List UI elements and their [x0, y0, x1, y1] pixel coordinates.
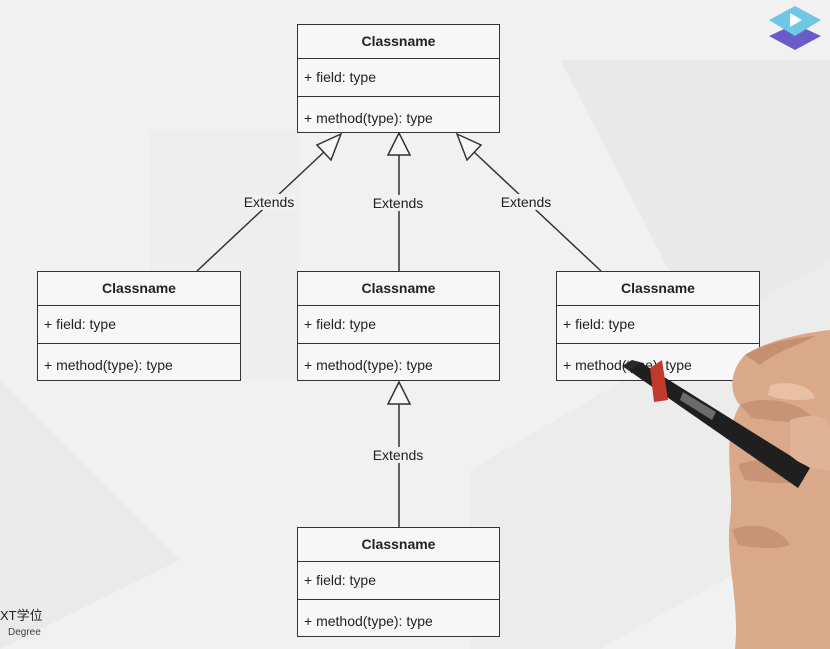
watermark-text: XT学位 [0, 608, 43, 623]
class-box-parent[interactable]: Classname + field: type + method(type): … [297, 24, 500, 133]
class-field: + field: type [38, 306, 240, 344]
extends-label-middle: Extends [371, 195, 425, 211]
class-box-grandchild[interactable]: Classname + field: type + method(type): … [297, 527, 500, 637]
inheritance-arrow-bottom [386, 380, 412, 405]
inheritance-arrow-right [455, 132, 483, 162]
class-name: Classname [298, 272, 499, 306]
extends-label-bottom: Extends [371, 447, 425, 463]
class-name: Classname [38, 272, 240, 306]
play-logo-icon [769, 6, 821, 50]
watermark-subtext: Degree [8, 627, 41, 638]
connector-left [196, 151, 325, 272]
class-field: + field: type [298, 562, 499, 600]
class-box-child-middle[interactable]: Classname + field: type + method(type): … [297, 271, 500, 381]
class-method: + method(type): type [304, 613, 433, 629]
class-method: + method(type): type [44, 357, 173, 373]
class-field: + field: type [298, 306, 499, 344]
class-box-child-left[interactable]: Classname + field: type + method(type): … [37, 271, 241, 381]
class-method: + method(type): type [304, 357, 433, 373]
class-field: + field: type [557, 306, 759, 344]
class-name: Classname [298, 25, 499, 59]
extends-label-right: Extends [499, 194, 553, 210]
inheritance-arrow-left [315, 132, 343, 162]
class-name: Classname [557, 272, 759, 306]
class-name: Classname [298, 528, 499, 562]
class-method: + method(type): type [304, 110, 433, 126]
inheritance-arrow-middle [386, 131, 412, 156]
connector-right [473, 151, 602, 272]
marker-pen [622, 360, 810, 488]
class-field: + field: type [298, 59, 499, 97]
extends-label-left: Extends [242, 194, 296, 210]
